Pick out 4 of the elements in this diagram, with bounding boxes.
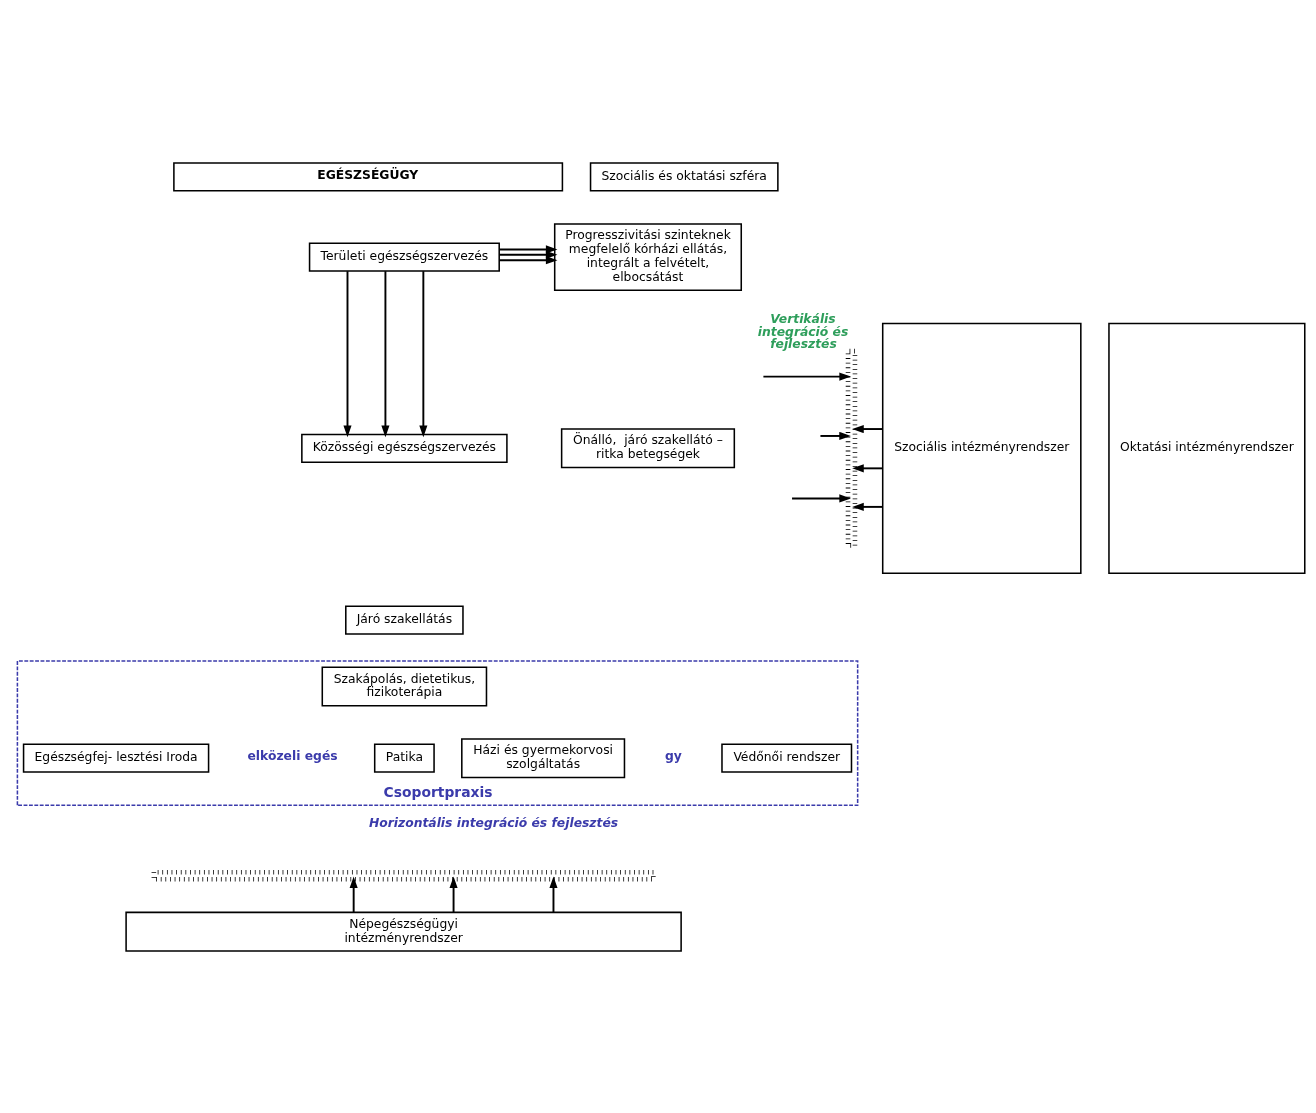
node-label: Horizontális integráció és fejlesztés <box>368 815 619 830</box>
label: gy <box>664 748 682 763</box>
label: elközeli egés <box>247 748 338 763</box>
node-label: Vertikális integráció és fejlesztés <box>757 311 849 351</box>
